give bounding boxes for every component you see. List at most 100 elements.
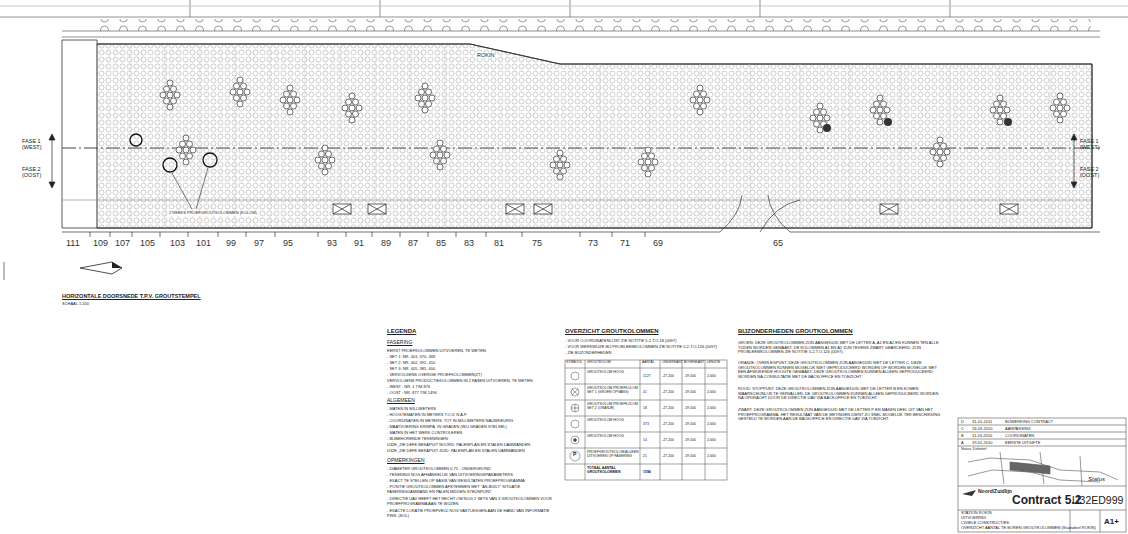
overview-table — [571, 404, 579, 412]
overview-table — [571, 420, 579, 428]
revision-cell: B — [961, 434, 964, 439]
house-number: 83 — [464, 238, 474, 248]
logo-text: Noord/Zuidlijn — [978, 489, 1012, 495]
title-block — [958, 432, 1126, 433]
table-cell: -19,500 — [684, 438, 696, 442]
overview-table — [565, 400, 727, 401]
overview-table — [565, 368, 727, 369]
north-arrow — [112, 262, 122, 268]
house-number: 87 — [408, 238, 418, 248]
facade-line — [90, 232, 645, 237]
grout-column-field — [62, 40, 1092, 228]
section-heading: BIJZONDERHEDEN GROUTKOLOMMEN — [738, 328, 853, 335]
sheet-frame — [570, 0, 571, 17]
table-cell: -19,500 — [684, 406, 696, 410]
table-cell: -27,200 — [662, 390, 674, 394]
sheet-frame — [380, 0, 381, 17]
strut-markers — [333, 204, 351, 214]
table-cell: -19,500 — [684, 390, 696, 394]
table-header: LENGTE — [707, 361, 720, 365]
subheading: ALGEMEEN — [387, 398, 415, 404]
grout-column-field — [130, 44, 131, 228]
facade-line — [720, 195, 742, 232]
section-heading: OVERZICHT GROUTKOLOMMEN — [565, 328, 659, 335]
facade-line — [62, 195, 1100, 237]
column-clusters — [160, 80, 180, 110]
table-header: BOVENKANT — [684, 361, 704, 365]
sheet-frame — [950, 0, 951, 17]
note-line: - DIAMETER GROUTKOLOMMEN 0,75 - ONDERGRO… — [387, 467, 557, 472]
table-cell: -27,200 — [662, 374, 674, 378]
subheading: FASERING — [387, 340, 412, 346]
note-line: - SET 3: NR. 405, 385, 400 — [387, 367, 435, 372]
note-line: - OOST : NR. 877 T/M 1496 — [387, 391, 437, 396]
revision-cell: EERSTE UITGIFTE — [1005, 441, 1040, 446]
table-cell: -27,200 — [662, 454, 674, 458]
note-line: - TEKENING NOG AFHANKELIJK VAN UITVOERIN… — [387, 473, 557, 478]
grout-column-field — [97, 44, 1092, 228]
table-header: AANTAL — [642, 361, 655, 365]
grout-column-field — [410, 44, 411, 228]
table-cell: 2,000 — [707, 422, 716, 426]
note-line: VERVOLGENS PRODUCTIEKOLOMMEN IN 2 FASEN … — [387, 379, 534, 384]
note-line: - COORDINATEN IN METERS, TOT IN MILLIMET… — [387, 419, 513, 424]
grout-column-field — [62, 40, 1100, 228]
column-clusters — [638, 147, 658, 177]
grout-column-field — [340, 44, 341, 228]
phase-arrows — [49, 134, 1077, 188]
revision-cell: 19-01-2010 — [972, 441, 992, 446]
sheet-size: A1+ — [1104, 517, 1119, 526]
column-clusters — [550, 150, 570, 180]
table-cell: 41 — [643, 390, 647, 394]
title-block — [958, 418, 1126, 532]
key-map — [1000, 452, 1082, 486]
overview-table — [571, 404, 579, 412]
facade-line — [790, 232, 1100, 233]
note-paragraph: ROOD: STOPPUNT. DEZE GROUTKOLOMMEN ZIJN … — [738, 387, 943, 401]
revision-cell: AANPASSING — [1005, 427, 1031, 432]
phase-arrows — [1071, 134, 1077, 140]
title-block — [1100, 510, 1101, 532]
strut-markers — [880, 204, 898, 214]
overview-table — [565, 384, 727, 385]
sheet-frame — [4, 262, 5, 280]
grout-column-field — [130, 44, 1050, 228]
overview-table — [585, 360, 586, 480]
strut-markers — [880, 204, 898, 214]
title-block — [958, 425, 1126, 426]
column-clusters — [430, 140, 450, 170]
table-cell: -19,500 — [684, 422, 696, 426]
grout-column-field — [62, 200, 1092, 201]
note-line: EERST PROEFKOLOMMEN UITVOEREN, TE WETEN: — [387, 349, 487, 354]
overview-table — [705, 360, 706, 480]
column-clusters — [342, 93, 362, 123]
column-clusters — [823, 124, 831, 132]
table-cell: GROUTKOLOM HOOG — [587, 370, 639, 374]
north-arrow — [80, 262, 122, 274]
note-line: - EXACT TE STELLEN OP BASIS VAN RESULTAT… — [387, 479, 557, 484]
logo-mark — [962, 490, 976, 496]
overview-table — [565, 432, 727, 433]
house-number: 69 — [653, 238, 663, 248]
revision-cell: 31-01-2011 — [972, 420, 992, 425]
house-number: 85 — [436, 238, 446, 248]
facade-line — [760, 200, 800, 232]
note-line: - BIJBEHORENDE TEKENINGEN: — [387, 437, 449, 442]
revision-cell: BIJWERKING CONTRACT — [1005, 420, 1053, 425]
strut-markers — [333, 204, 351, 214]
sheet-pile-row — [62, 19, 1100, 37]
sheet-frame — [760, 0, 761, 17]
phase-label: FASE 2 (OOST) — [22, 166, 48, 179]
table-cell: 2,000 — [707, 390, 716, 394]
table-header: GROUTKOLOM — [587, 361, 611, 365]
note-line: - WEST : NR. 1 T/M 876 — [387, 385, 430, 390]
key-map — [1010, 462, 1050, 474]
callout-text: 2 REEKS PROEFGROUTKOLOMMEN (KOLOM) — [168, 211, 258, 216]
table-cell: -27,200 — [662, 406, 674, 410]
house-number: 111 — [66, 238, 80, 248]
section-heading: LEGENDA — [387, 328, 416, 335]
revision-cell: D — [961, 420, 964, 425]
sheet-pile-row — [62, 37, 1100, 38]
note-line: - ZIE BIJZONDERHEDEN — [565, 351, 611, 356]
